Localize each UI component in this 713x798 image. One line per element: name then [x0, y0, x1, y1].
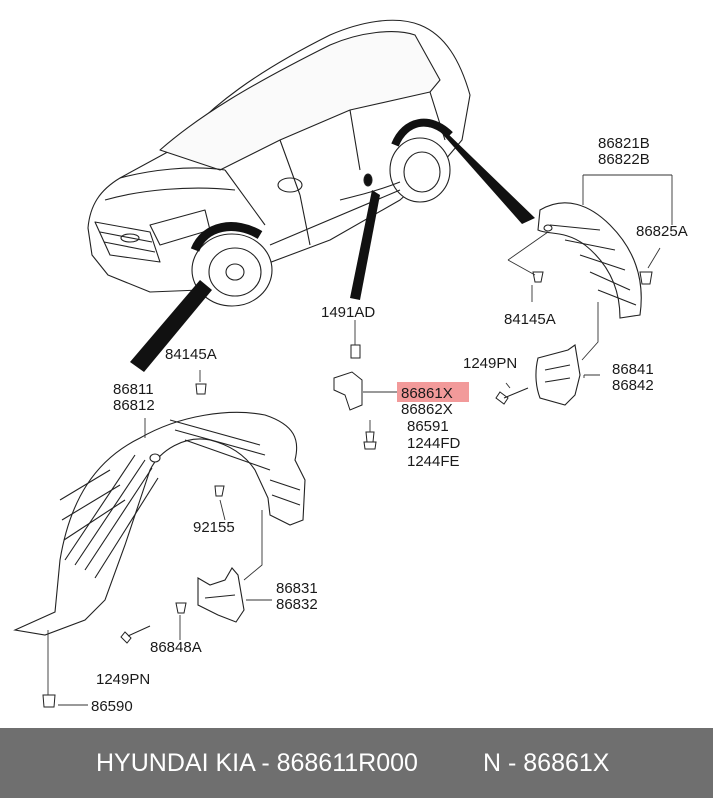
label-86832: 86832	[276, 596, 318, 613]
footer-ref-code: N - 86861X	[483, 749, 610, 777]
footer-brand-part: HYUNDAI KIA - 868611R000	[96, 749, 418, 777]
front-mud-guard	[197, 567, 245, 623]
label-1491AD: 1491AD	[321, 304, 375, 321]
label-86822B: 86822B	[598, 151, 650, 168]
label-1244FE: 1244FE	[407, 453, 460, 470]
label-86861X: 86861X	[401, 385, 453, 402]
label-86591: 86591	[407, 418, 449, 435]
rear-fasteners	[495, 271, 653, 405]
car-illustration	[87, 19, 471, 307]
label-1249PN-rear: 1249PN	[463, 355, 517, 372]
label-1244FD: 1244FD	[407, 435, 461, 452]
label-86825A: 86825A	[636, 223, 688, 240]
label-86590: 86590	[91, 698, 133, 715]
front-fasteners	[42, 383, 225, 708]
highlight-box	[397, 382, 469, 402]
label-86812: 86812	[113, 397, 155, 414]
callout-labels: 86821B 86822B 86825A 84145A 1491AD 1249P…	[91, 135, 688, 715]
label-86862X: 86862X	[401, 401, 453, 418]
label-86848A: 86848A	[150, 639, 202, 656]
part-number-footer: HYUNDAI KIA - 868611R000 N - 86861X	[0, 728, 713, 798]
label-86831: 86831	[276, 580, 318, 597]
label-86841: 86841	[612, 361, 654, 378]
label-84145A-rear: 84145A	[504, 311, 556, 328]
label-86811: 86811	[113, 381, 154, 398]
label-86842: 86842	[612, 377, 654, 394]
rear-mud-guard	[535, 344, 581, 406]
parts-diagram: 86821B 86822B 86825A 84145A 1491AD 1249P…	[13, 19, 688, 715]
label-86821B: 86821B	[598, 135, 650, 152]
rear-wheel-guard	[537, 202, 642, 319]
label-92155: 92155	[193, 519, 235, 536]
label-1249PN-front: 1249PN	[96, 671, 150, 688]
leader-lines	[47, 174, 673, 706]
front-wheel-guard	[13, 411, 306, 636]
label-84145A-front: 84145A	[165, 346, 217, 363]
leader-arrows	[130, 120, 535, 372]
bracket-86861X	[333, 344, 377, 450]
